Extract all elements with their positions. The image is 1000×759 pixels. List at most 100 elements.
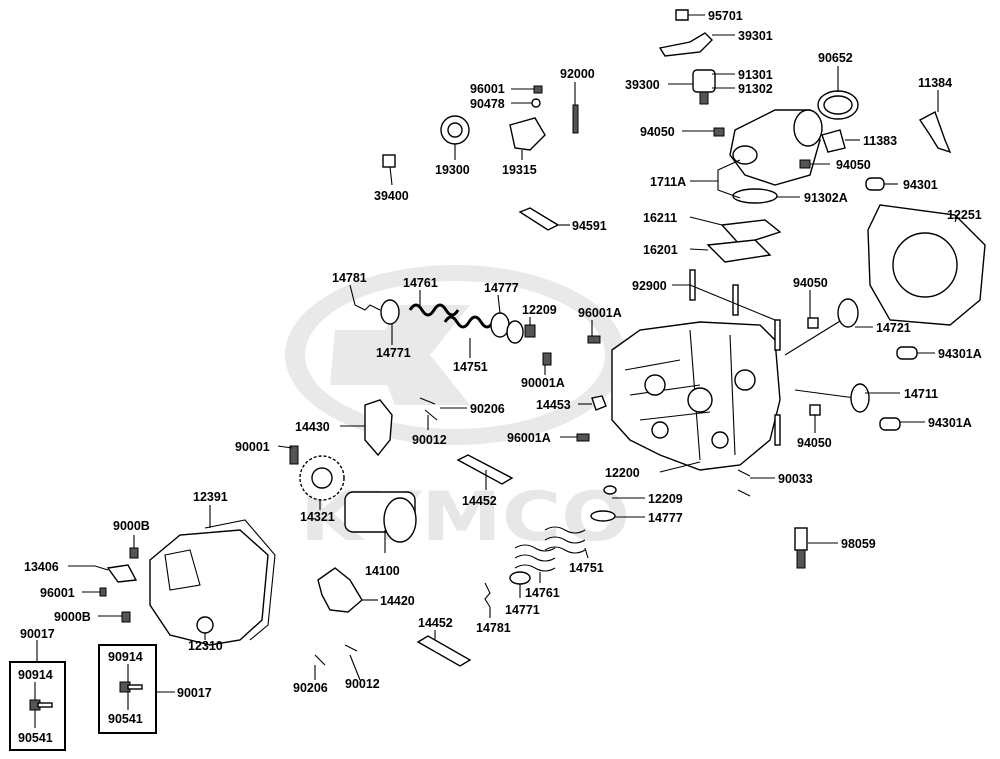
label-19300: 19300: [435, 163, 470, 177]
seal-94050-bottom: [809, 404, 821, 416]
rocker-shaft-14452-bottom: [416, 635, 472, 667]
dowel-90033: [737, 469, 751, 497]
rocker-arm-14420: [317, 567, 363, 613]
label-12251: 12251: [947, 208, 982, 222]
bracket-13406: [106, 564, 138, 583]
label-96001A-bottom: 96001A: [507, 431, 551, 445]
label-90652: 90652: [818, 51, 853, 65]
cap-94301A-bottom: [879, 417, 901, 431]
label-90206-top: 90206: [470, 402, 505, 416]
connector-39301: [658, 32, 713, 57]
seal-94050-top: [807, 317, 819, 329]
label-14761-bottom: 14761: [525, 586, 560, 600]
injector-39300: [692, 69, 716, 105]
label-90206-bottom: 90206: [293, 681, 328, 695]
screw-95701: [675, 9, 689, 21]
label-96001-left: 96001: [40, 586, 75, 600]
label-19315: 19315: [502, 163, 537, 177]
rocker-shaft-14452-top: [456, 454, 514, 485]
label-14777-top: 14777: [484, 281, 519, 295]
label-39301: 39301: [738, 29, 773, 43]
label-14453: 14453: [536, 398, 571, 412]
label-11383: 11383: [863, 134, 897, 148]
head-cover-12310: [149, 529, 269, 646]
label-91302A: 91302A: [804, 191, 848, 205]
leader-lines: [34, 14, 959, 728]
label-12209-bottom: 12209: [648, 492, 683, 506]
label-14711: 14711: [904, 387, 938, 401]
pins-90206-90012-top: [419, 397, 438, 421]
valve-14721: [784, 298, 859, 356]
bolt-96001A-top: [587, 335, 601, 344]
label-94301A-bottom: 94301A: [928, 416, 972, 430]
pins-90206-90012-bottom: [314, 644, 358, 666]
label-91301: 91301: [738, 68, 773, 82]
gasket-16201: [706, 239, 772, 263]
valve-springs-lower: [509, 485, 617, 585]
nut-94050-a: [713, 127, 725, 137]
bracket-11384: [918, 111, 952, 154]
label-92000: 92000: [560, 67, 595, 81]
label-94050-c: 94050: [793, 276, 828, 290]
label-90541-left: 90541: [18, 731, 53, 745]
label-94050-d: 94050: [797, 436, 832, 450]
intake-manifold-1711A: [729, 109, 823, 186]
screw-14453: [591, 395, 607, 411]
collar-11383: [821, 129, 846, 153]
bolt-9000B-bottom: [121, 611, 131, 623]
label-11384: 11384: [918, 76, 952, 90]
label-90914-right: 90914: [108, 650, 143, 664]
gasket-91302A: [732, 188, 778, 204]
label-92900: 92900: [632, 279, 667, 293]
label-14771-top: 14771: [376, 346, 411, 360]
bolt-92000: [572, 104, 579, 134]
label-90001A: 90001A: [521, 376, 565, 390]
label-90012-top: 90012: [412, 433, 447, 447]
label-94050-a: 94050: [640, 125, 675, 139]
label-16201: 16201: [643, 243, 678, 257]
label-96001A-top: 96001A: [578, 306, 622, 320]
label-14452-bottom: 14452: [418, 616, 453, 630]
cap-94301A-top: [896, 346, 918, 360]
label-14321: 14321: [300, 510, 335, 524]
label-14751-bottom: 14751: [569, 561, 604, 575]
sensor-39400: [382, 154, 396, 168]
label-14771-bottom: 14771: [505, 603, 540, 617]
bolt-90017-right: [119, 681, 143, 693]
label-14420: 14420: [380, 594, 415, 608]
cylinder-head-12200: [611, 321, 781, 471]
bolt-90001A: [542, 352, 552, 366]
label-12391: 12391: [193, 490, 228, 504]
bolt-9000B-top: [129, 547, 139, 559]
label-9000B-top: 9000B: [113, 519, 150, 533]
label-14430: 14430: [295, 420, 330, 434]
rocker-arm-14430: [364, 399, 393, 457]
label-14781-top: 14781: [332, 271, 367, 285]
spark-plug-98059: [794, 527, 808, 569]
label-94301-top: 94301: [903, 178, 938, 192]
label-98059: 98059: [841, 537, 876, 551]
gasket-94591: [518, 207, 560, 231]
label-90033: 90033: [778, 472, 813, 486]
label-14777-bottom: 14777: [648, 511, 683, 525]
bolt-90017-left: [29, 699, 53, 711]
label-13406: 13406: [24, 560, 59, 574]
label-90017-right: 90017: [177, 686, 212, 700]
bolt-90001: [289, 445, 299, 465]
label-39400: 39400: [374, 189, 409, 203]
seal-19300: [440, 115, 470, 145]
washer-90478: [531, 98, 541, 108]
label-14721: 14721: [876, 321, 911, 335]
label-9000B-bottom: 9000B: [54, 610, 91, 624]
cotter-14781-top: [354, 304, 381, 311]
cotter-14781-bottom: [484, 582, 491, 608]
label-91302: 91302: [738, 82, 773, 96]
gasket-16211: [720, 219, 782, 246]
bolt-96001A-bottom: [576, 433, 590, 442]
label-14452-top: 14452: [462, 494, 497, 508]
label-1711A: 1711A: [650, 175, 686, 189]
screw-96001-top: [533, 85, 543, 94]
nut-94050-b: [799, 159, 811, 169]
camshaft-14100: [344, 491, 417, 543]
